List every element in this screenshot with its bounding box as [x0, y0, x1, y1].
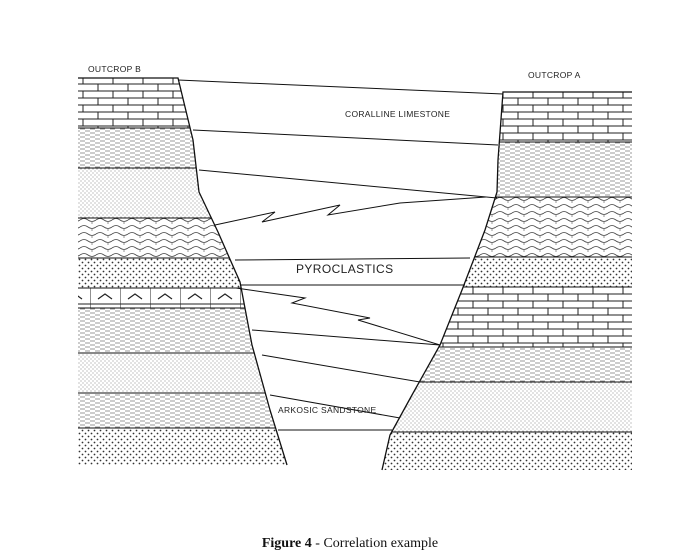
pinchout-line-lower	[235, 287, 441, 346]
outcrop-b-column	[78, 78, 287, 465]
arkosic-sandstone-label: ARKOSIC SANDSTONE	[278, 405, 376, 415]
outcrop-b-label: OUTCROP B	[88, 64, 141, 74]
outcrop-a-label: OUTCROP A	[528, 70, 581, 80]
outcrop-a-profile	[381, 91, 632, 471]
figure-number: Figure 4	[261, 536, 312, 551]
pyroclastics-label: PYROCLASTICS	[296, 262, 394, 276]
figure-caption: Figure 4 - Correlation example	[0, 536, 700, 552]
outcrop-a-column	[382, 92, 632, 470]
caption-text: Correlation example	[323, 536, 439, 551]
outcrop-b-profile	[78, 77, 288, 466]
caption-separator: -	[311, 536, 324, 551]
coraline-limestone-label: CORALLINE LIMESTONE	[345, 109, 450, 119]
pinchout-line-upper	[214, 196, 487, 226]
correlation-lines	[177, 79, 504, 431]
